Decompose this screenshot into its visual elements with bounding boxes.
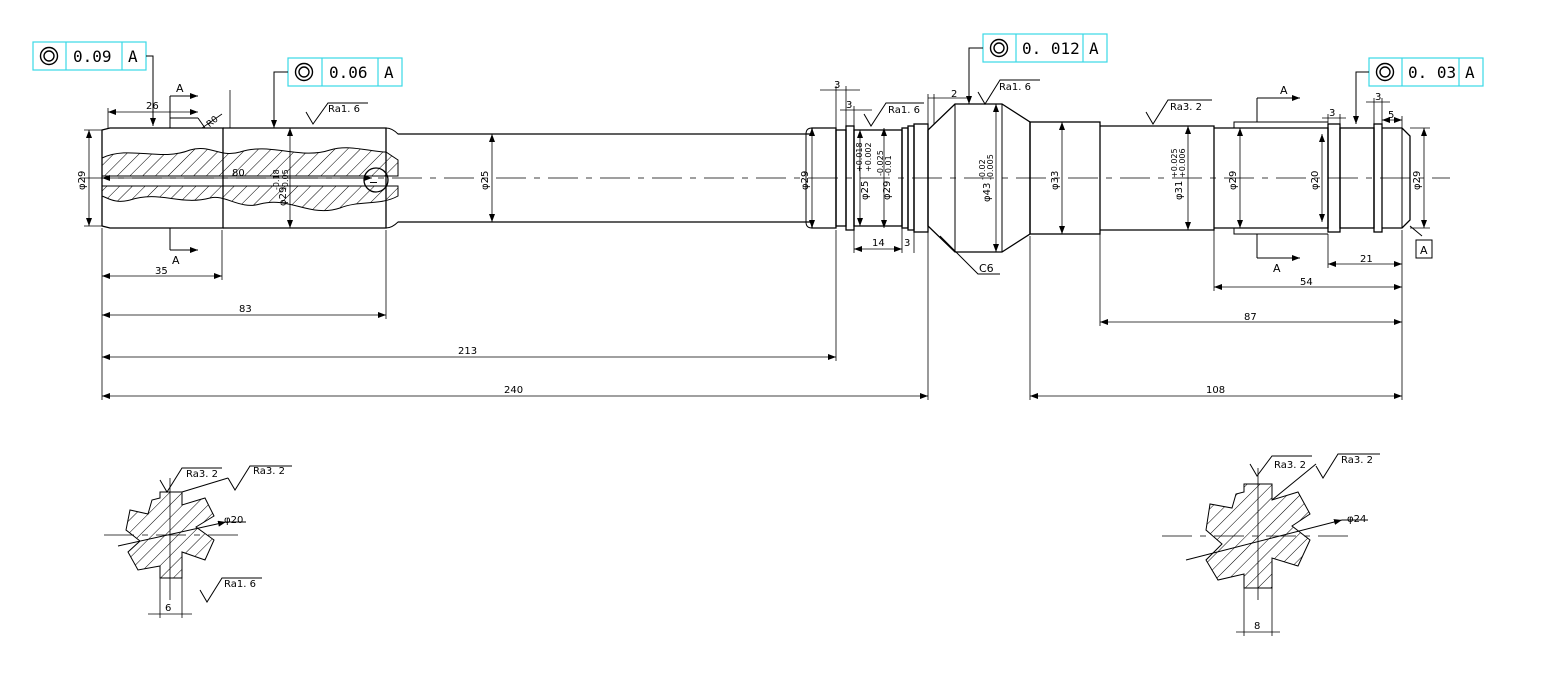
- svg-text:Ra1. 6: Ra1. 6: [999, 82, 1031, 93]
- svg-text:2: 2: [951, 89, 957, 100]
- svg-text:+0.006: +0.006: [1178, 148, 1187, 178]
- break-section-bottom: [101, 185, 399, 212]
- section-markers: A A A A A: [169, 82, 1433, 275]
- svg-text:Ra1. 6: Ra1. 6: [328, 104, 360, 115]
- roughness-symbol-icon: Ra1. 6: [863, 102, 924, 127]
- section-label: A: [1273, 262, 1281, 275]
- svg-text:54: 54: [1300, 277, 1313, 288]
- roughness-symbol-icon: Ra1. 6: [977, 79, 1040, 105]
- svg-text:26: 26: [146, 101, 159, 112]
- svg-text:6: 6: [165, 603, 171, 614]
- svg-text:3: 3: [904, 238, 910, 249]
- svg-text:8: 8: [1254, 621, 1260, 632]
- tolerance-datum: A: [384, 63, 394, 82]
- roughness-symbol-icon: Ra1. 6: [305, 102, 368, 125]
- svg-text:Ra1. 6: Ra1. 6: [888, 105, 920, 116]
- svg-text:φ25: φ25: [860, 181, 871, 200]
- svg-text:87: 87: [1244, 312, 1257, 323]
- tolerance-frame-1: 0.09 A: [32, 41, 156, 126]
- svg-text:φ29: φ29: [800, 171, 811, 190]
- svg-text:3: 3: [834, 80, 840, 91]
- tolerance-value: 0. 012: [1022, 39, 1080, 58]
- roughness-symbol-icon: Ra3. 2: [1145, 99, 1212, 125]
- spline-section-left: φ20 6: [104, 477, 246, 618]
- svg-text:108: 108: [1206, 385, 1225, 396]
- tolerance-frame-4: 0. 03 A: [1353, 57, 1484, 124]
- svg-text:+0.002: +0.002: [864, 142, 873, 172]
- datum-label: A: [1420, 244, 1428, 257]
- tolerance-datum: A: [1089, 39, 1099, 58]
- roughness-symbols: Ra1. 6 Ra1. 6 Ra1. 6 Ra3. 2 Ra3. 2 Ra3. …: [159, 79, 1380, 603]
- svg-text:+0.018: +0.018: [855, 142, 864, 172]
- svg-text:Ra3. 2: Ra3. 2: [1170, 102, 1202, 113]
- tolerance-value: 0.09: [73, 47, 112, 66]
- hole-label: I: [369, 181, 380, 184]
- svg-text:-0.18: -0.18: [272, 169, 281, 190]
- roughness-symbol-icon: Ra1. 6: [199, 577, 262, 603]
- svg-text:14: 14: [872, 238, 885, 249]
- section-label: A: [1280, 84, 1288, 97]
- svg-text:φ31: φ31: [1174, 181, 1185, 200]
- roughness-symbol-icon: Ra3. 2: [159, 467, 222, 493]
- tolerance-frame-3: 0. 012 A: [966, 33, 1108, 104]
- svg-text:φ20: φ20: [224, 515, 243, 526]
- svg-text:+0.025: +0.025: [1170, 148, 1179, 178]
- svg-text:φ29: φ29: [278, 187, 289, 206]
- tolerance-datum: A: [1465, 63, 1475, 82]
- svg-text:φ43: φ43: [982, 183, 993, 202]
- length-dimensions: 26 R0 80 35 83 213 240 3 3 2: [101, 80, 1403, 400]
- break-section-top: [101, 147, 399, 177]
- svg-text:213: 213: [458, 346, 477, 357]
- diameter-dimensions: φ29 φ29 -0.18 -0.05 φ25 φ29 φ25 +0.018 +…: [77, 104, 1430, 252]
- roughness-symbol-icon: Ra3. 2: [1315, 453, 1380, 479]
- svg-text:Ra3. 2: Ra3. 2: [1274, 460, 1306, 471]
- svg-text:φ29: φ29: [1228, 171, 1239, 190]
- svg-text:3: 3: [1375, 92, 1381, 103]
- svg-text:Ra3. 2: Ra3. 2: [186, 469, 218, 480]
- tolerance-value: 0.06: [329, 63, 368, 82]
- svg-text:φ33: φ33: [1050, 171, 1061, 190]
- tolerance-frame-2: 0.06 A: [271, 57, 403, 128]
- svg-text:-0.025: -0.025: [876, 150, 885, 176]
- svg-text:Ra3. 2: Ra3. 2: [253, 466, 285, 477]
- svg-text:Ra3. 2: Ra3. 2: [1341, 455, 1373, 466]
- roughness-symbol-icon: Ra3. 2: [1249, 455, 1312, 477]
- svg-text:-0.01: -0.01: [884, 155, 893, 176]
- svg-text:C6: C6: [979, 262, 994, 275]
- svg-text:φ29: φ29: [1412, 171, 1423, 190]
- svg-text:-0.05: -0.05: [281, 169, 290, 190]
- roughness-symbol-icon: Ra3. 2: [227, 465, 292, 491]
- tolerance-datum: A: [128, 47, 138, 66]
- tolerance-value: 0. 03: [1408, 63, 1456, 82]
- svg-text:83: 83: [239, 304, 252, 315]
- svg-text:φ29: φ29: [882, 181, 893, 200]
- svg-text:3: 3: [1329, 108, 1335, 119]
- svg-text:φ25: φ25: [480, 171, 491, 190]
- svg-text:3: 3: [846, 100, 852, 111]
- svg-text:Ra1. 6: Ra1. 6: [224, 579, 256, 590]
- section-label: A: [176, 82, 184, 95]
- svg-text:-0.02: -0.02: [978, 159, 987, 180]
- svg-text:φ24: φ24: [1347, 514, 1366, 525]
- svg-text:80: 80: [232, 168, 245, 179]
- svg-text:-0.005: -0.005: [986, 154, 995, 180]
- spline-section-right: φ24 8: [1162, 463, 1368, 636]
- svg-text:21: 21: [1360, 254, 1373, 265]
- svg-text:35: 35: [155, 266, 168, 277]
- svg-text:5: 5: [1388, 110, 1394, 121]
- svg-text:φ20: φ20: [1310, 171, 1321, 190]
- section-label: A: [172, 254, 180, 267]
- svg-text:φ29: φ29: [77, 171, 88, 190]
- svg-text:240: 240: [504, 385, 523, 396]
